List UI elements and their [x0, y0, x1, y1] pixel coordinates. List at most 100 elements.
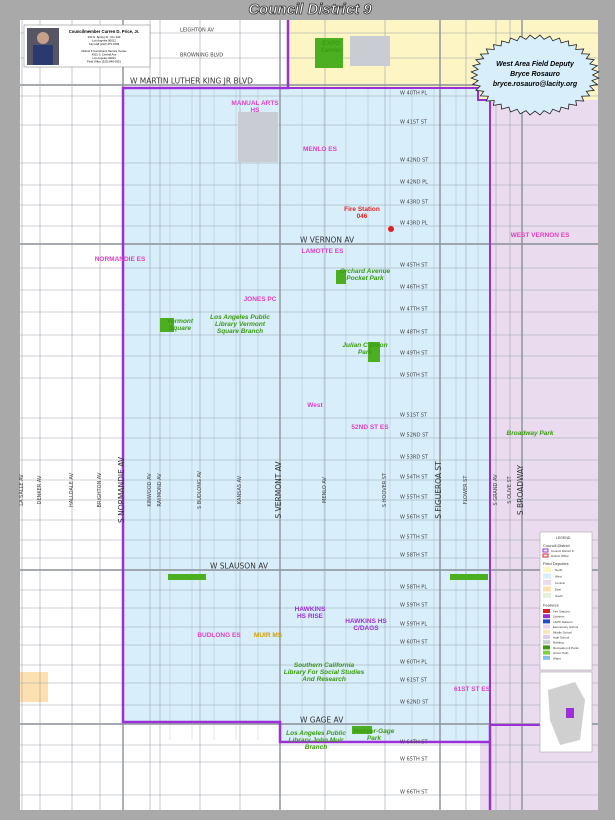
vermont-square-park	[160, 318, 174, 332]
legend-swatch	[543, 629, 550, 634]
place-label[interactable]: MUIR MS	[253, 632, 283, 639]
street-label: S FIGUEROA ST	[434, 461, 443, 519]
street-grid	[20, 20, 598, 810]
manual-arts-building	[238, 112, 278, 162]
street-label: DENKER AV	[37, 475, 43, 504]
street-label: RAYMOND AV	[157, 473, 163, 507]
hoover-gage-park	[352, 726, 372, 734]
street-label: W 59TH ST	[400, 603, 428, 609]
legend-text: High School	[553, 636, 570, 640]
street-label: FLOWER ST	[463, 475, 469, 505]
place-label[interactable]: Los Angeles Public Library John Muir Bra…	[286, 730, 346, 751]
street-label: S BUDLONG AV	[197, 470, 203, 509]
legend-text: Elementary School	[553, 625, 579, 629]
legend-text: Building	[553, 641, 564, 645]
place-label[interactable]: NORMANDIE ES	[94, 256, 146, 263]
place-label[interactable]: HAWKINS HS C/DAGS	[345, 618, 387, 632]
legend-swatch	[543, 624, 550, 629]
street-label: W 43RD PL	[400, 221, 428, 227]
street-label: S BROADWAY	[516, 464, 525, 515]
place-label[interactable]: MANUAL ARTS HS	[231, 100, 279, 114]
place-label[interactable]: Los Angeles Public Library Vermont Squar…	[210, 314, 270, 335]
place-label[interactable]: Vermont Square	[166, 318, 194, 332]
place-label[interactable]: Southern California Library For Social S…	[283, 662, 365, 683]
street-label: W 43RD ST	[400, 200, 429, 206]
street-label: W 59TH PL	[400, 622, 427, 628]
councilmember-contact-line: 200 N. Spring St., Rm 420	[88, 35, 121, 39]
street-label: W 54TH ST	[400, 475, 428, 481]
street-label: W 49TH ST	[400, 351, 428, 357]
green-path-right	[450, 574, 488, 580]
deputy-email[interactable]: bryce.rosauro@lacity.org	[493, 81, 578, 88]
place-label[interactable]: 52ND ST ES	[351, 424, 389, 431]
west-zone	[123, 88, 490, 742]
place-label[interactable]: LAMOTTE ES	[301, 248, 344, 255]
street-label: W 52ND ST	[400, 433, 429, 439]
street-label: LA SALLE AV	[19, 474, 25, 506]
place-label[interactable]: Julian C Dixon Park	[342, 342, 388, 356]
legend-swatch	[543, 635, 550, 639]
place-label[interactable]: Hoover-Gage Park	[353, 728, 395, 742]
legend-text: Features	[543, 603, 559, 608]
legend-text: Fire Stations	[553, 610, 570, 614]
legend-swatch	[542, 553, 549, 558]
legend-text: Recreation & Parks	[553, 646, 579, 650]
deputy-role: West Area Field Deputy	[496, 61, 575, 68]
place-label[interactable]: MENLO ES	[303, 146, 337, 153]
street-label: W 45TH ST	[400, 263, 428, 269]
street-label: W 60TH PL	[400, 660, 427, 666]
place-label[interactable]: Broadway Park	[506, 430, 554, 437]
place-label[interactable]: EXPO Center	[320, 40, 342, 54]
street-label: W 41ST ST	[400, 120, 428, 126]
legend-swatch	[543, 586, 551, 592]
street-label: W 46TH ST	[400, 285, 428, 291]
street-label: W 66TH ST	[400, 790, 428, 796]
street-label: W 53RD ST	[400, 455, 429, 461]
councilmember-contact-line: District 9 Constituent Service Center	[81, 49, 126, 53]
street-label: S VERMONT AV	[274, 461, 283, 519]
legend-text: Green Path	[553, 651, 569, 655]
place-label[interactable]: BUDLONG ES	[197, 632, 241, 639]
street-label: LEIGHTON AV	[180, 28, 214, 34]
place-label[interactable]: West	[307, 402, 323, 409]
legend-text: South	[555, 594, 563, 598]
legend-swatch	[543, 655, 550, 660]
legend-swatch	[543, 640, 550, 645]
councilmember-name: Councilmember Curren D. Price, Jr.	[69, 29, 140, 34]
orchard-park	[336, 270, 346, 284]
street-label: W 55TH ST	[400, 495, 428, 501]
street-label: W MARTIN LUTHER KING JR BLVD	[130, 77, 253, 86]
councilmember-contact-line: Los Angeles 90012	[92, 39, 116, 43]
place-label[interactable]: 61ST ST ES	[453, 686, 491, 693]
legend-text: West	[555, 575, 562, 579]
green-path-left	[168, 574, 206, 580]
street-label: W GAGE AV	[300, 716, 344, 725]
legend-swatch	[543, 573, 551, 579]
street-label: W VERNON AV	[300, 236, 355, 245]
legend-swatch	[542, 548, 549, 553]
street-label: S OLIVE ST	[507, 475, 513, 503]
place-label[interactable]: HAWKINS HS RISE	[294, 606, 326, 620]
place-label[interactable]: WEST VERNON ES	[510, 232, 570, 239]
legend-text: Middle School	[553, 630, 572, 634]
place-label[interactable]: JONES PC	[243, 296, 277, 303]
map-title: Council District 9	[248, 1, 372, 18]
street-label: W 61ST ST	[400, 678, 428, 684]
street-label: W 42ND PL	[400, 180, 428, 186]
fire-station-icon	[388, 226, 394, 232]
street-label: KINWOOD AV	[147, 473, 153, 507]
legend-swatch	[543, 593, 551, 598]
legend-swatch	[543, 650, 550, 655]
legend-swatch	[543, 645, 550, 650]
street-label: W 58TH PL	[400, 585, 427, 591]
place-label[interactable]: Orchard Avenue Pocket Park	[339, 268, 391, 282]
expo-center-park	[315, 38, 343, 68]
deputy-callout	[470, 34, 600, 116]
place-label[interactable]: Fire Station 046	[344, 206, 380, 220]
councilmember-contact-line: 4301 S. Central Ave	[92, 53, 117, 57]
street-label: W 60TH ST	[400, 640, 428, 646]
street-label: W 48TH ST	[400, 330, 428, 336]
district-boundary	[121, 20, 492, 810]
